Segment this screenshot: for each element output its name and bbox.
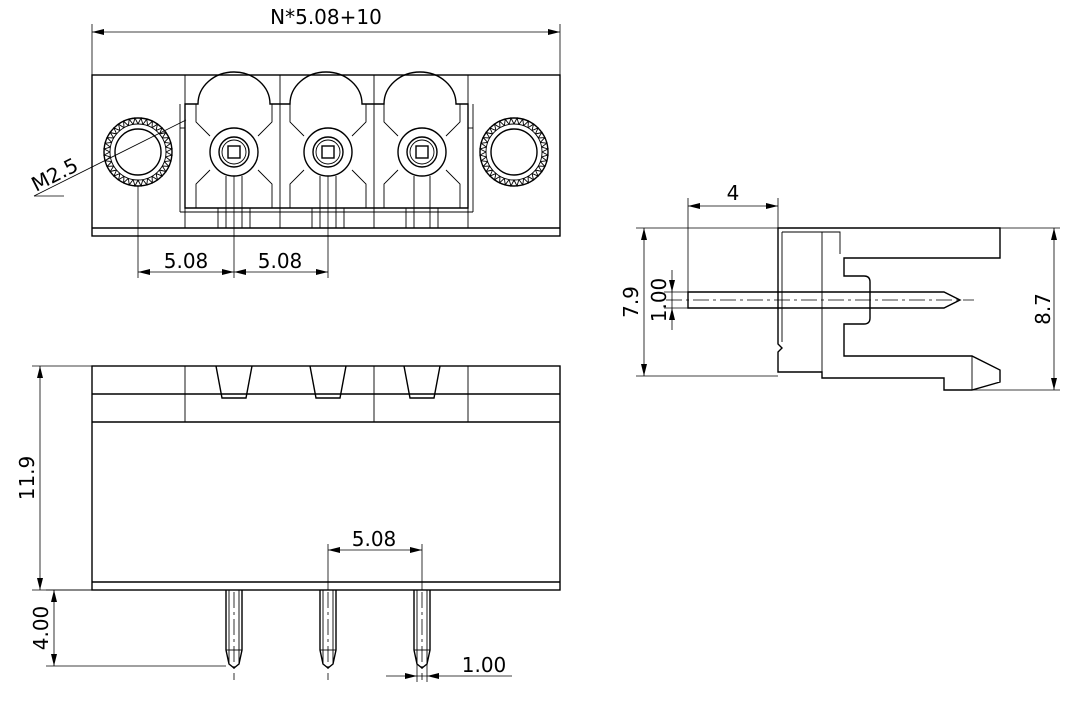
pin-3 [413, 590, 431, 680]
pitch-right-label: 5.08 [258, 249, 303, 273]
pin-diameter-label: 1.00 [462, 653, 507, 677]
terminal-2 [289, 104, 367, 228]
pitch-left-label: 5.08 [164, 249, 209, 273]
front-view: 11.9 5.08 4.00 1.00 [15, 365, 561, 682]
knurl-teeth [102, 116, 174, 188]
pin-1 [225, 590, 243, 680]
terminal-3 [383, 104, 461, 228]
front-height-label: 11.9 [15, 456, 39, 501]
mount-thread-label: M2.5 [27, 153, 82, 197]
front-pitch-label: 5.08 [352, 527, 397, 551]
side-total-height-label: 7.9 [619, 286, 643, 318]
pin-2 [319, 590, 337, 680]
pin-length-label: 4.00 [29, 606, 53, 651]
screw-left [102, 116, 174, 188]
side-view: 4 7.9 1.00 8.7 [619, 181, 1060, 391]
side-offset-label: 4 [727, 181, 740, 205]
screw-right [478, 116, 550, 188]
side-pin-diameter-label: 1.00 [647, 278, 671, 323]
knurl-teeth [478, 116, 550, 188]
side-body-height-label: 8.7 [1031, 293, 1055, 325]
overall-width-label: N*5.08+10 [270, 5, 382, 29]
top-view: N*5.08+10 M2.5 5.08 5.08 [27, 5, 561, 278]
